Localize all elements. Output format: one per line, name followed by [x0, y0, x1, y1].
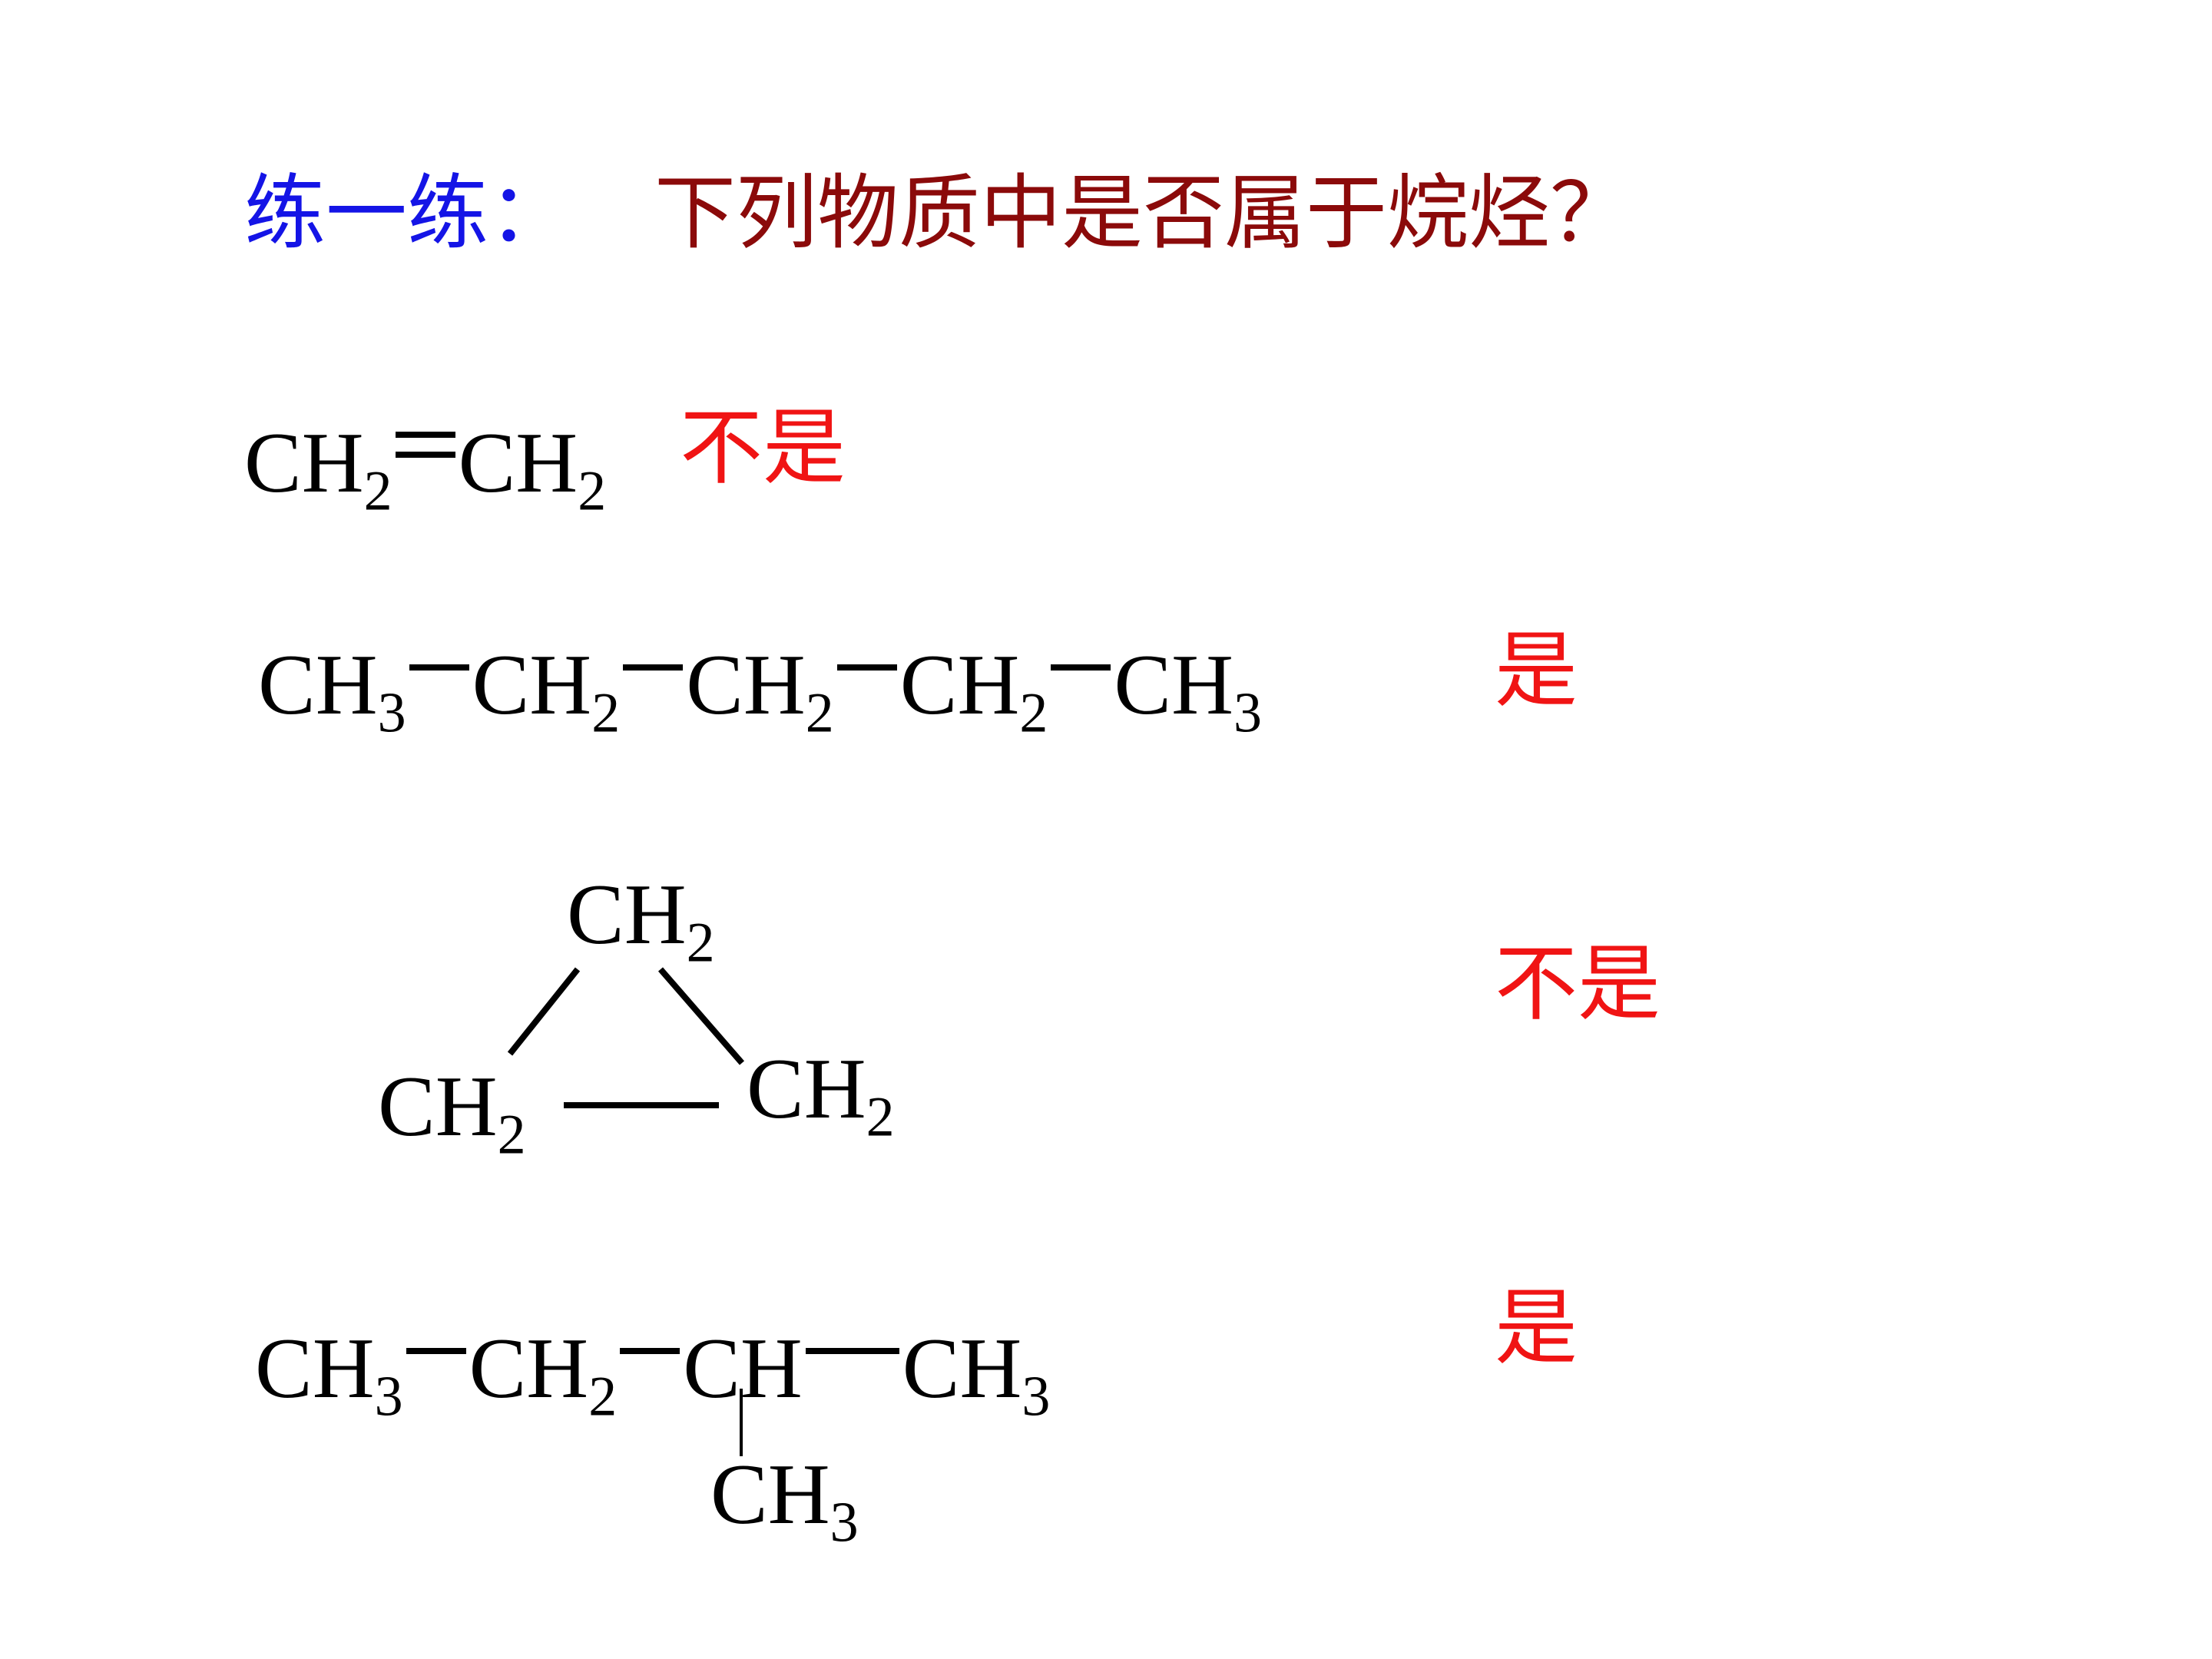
single-bond — [834, 628, 900, 714]
group-ch3: CH — [1114, 637, 1233, 733]
subscript: 3 — [830, 1491, 859, 1555]
subscript: 2 — [578, 459, 607, 523]
single-bond — [620, 628, 686, 714]
subscript: 2 — [805, 681, 834, 745]
subscript: 2 — [363, 459, 392, 523]
subscript: 3 — [1022, 1365, 1051, 1429]
group-ch3: CH — [710, 1447, 830, 1542]
group-ch2: CH — [378, 1059, 498, 1154]
group-ch2: CH — [469, 1321, 589, 1416]
subscript: 2 — [588, 1365, 618, 1429]
question-text: 下列物质中是否属于烷烃？ — [654, 166, 1631, 260]
subscript: 2 — [866, 1085, 895, 1149]
subscript: 3 — [377, 681, 406, 745]
ring-top-group: CH2 — [567, 872, 715, 972]
group-ch2: CH — [567, 867, 687, 962]
double-bond — [392, 406, 459, 492]
subscript: 2 — [686, 911, 715, 975]
answer-4: 是 — [1495, 1280, 1578, 1376]
single-bond — [803, 1311, 902, 1397]
answer-2: 是 — [1495, 623, 1578, 719]
group-ch2: CH — [899, 637, 1020, 733]
subscript: 3 — [1233, 681, 1262, 745]
ring-bond-right — [657, 967, 745, 1065]
answer-1: 不是 — [680, 400, 846, 496]
subscript: 2 — [591, 681, 621, 745]
single-bond — [617, 1311, 683, 1397]
group-ch2: CH — [458, 416, 578, 511]
ring-bond-left — [507, 967, 581, 1056]
subscript: 2 — [1019, 681, 1048, 745]
group-ch2: CH — [686, 637, 806, 733]
subscript: 2 — [497, 1103, 526, 1167]
group-ch: CH — [683, 1321, 803, 1416]
subscript: 3 — [374, 1365, 403, 1429]
answer-3: 不是 — [1495, 936, 1661, 1032]
single-bond — [1048, 628, 1114, 714]
single-bond — [406, 628, 472, 714]
group-ch3: CH — [255, 1321, 375, 1416]
group-ch2: CH — [747, 1041, 866, 1137]
exercise-label: 练一练： — [244, 166, 570, 260]
group-ch2: CH — [472, 637, 592, 733]
single-bond — [403, 1311, 469, 1397]
group-ch3: CH — [902, 1321, 1022, 1416]
group-ch2: CH — [244, 416, 364, 511]
page-title: 练一练：下列物质中是否属于烷烃？ — [244, 173, 1631, 254]
ring-left-group: CH2 — [378, 1064, 526, 1164]
ring-right-group: CH2 — [747, 1046, 895, 1146]
group-ch3: CH — [258, 637, 378, 733]
branch-group: CH3 — [710, 1452, 859, 1551]
